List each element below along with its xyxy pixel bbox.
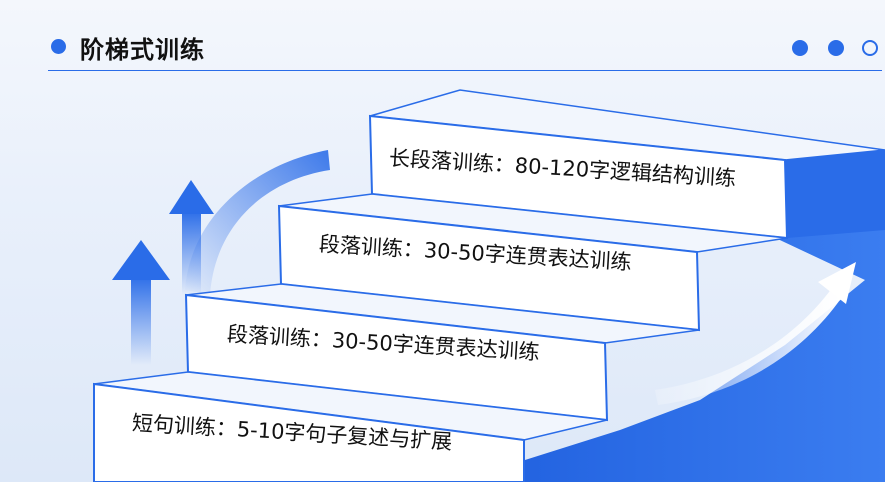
step-4	[368, 89, 885, 240]
curved-arrow-icon	[655, 262, 856, 405]
dot-icon	[828, 40, 844, 56]
header-divider	[48, 70, 882, 71]
curved-arrow-icon	[185, 150, 330, 295]
step-3	[277, 193, 788, 332]
dot-icon	[792, 40, 808, 56]
decorative-dots	[792, 40, 882, 58]
header: 阶梯式训练	[0, 0, 885, 72]
up-arrow-icon	[112, 240, 170, 365]
ring-icon	[862, 40, 878, 56]
title-bullet-dot	[51, 39, 66, 54]
page-title: 阶梯式训练	[80, 36, 205, 64]
step-2	[184, 283, 700, 422]
step-1	[93, 371, 608, 482]
